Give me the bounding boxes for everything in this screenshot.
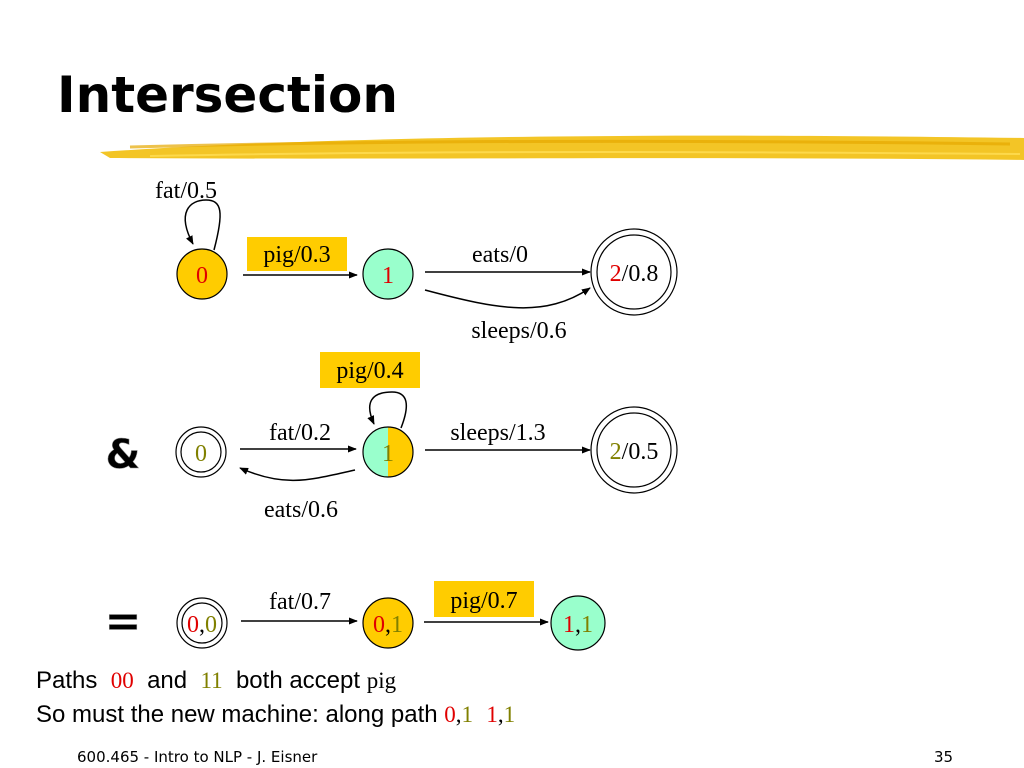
m1-state-0-label: 0 (196, 263, 208, 289)
r-arc-fat-label: fat/0.7 (269, 589, 331, 615)
caption-text: both accept (235, 667, 361, 694)
m1-pig-highlight (247, 237, 347, 271)
result-machine: 0,0 fat/0.7 0,1 pig/0.7 1,1 (176, 581, 606, 651)
caption-path-11: 11 (200, 668, 223, 693)
operator-and: & (106, 432, 141, 478)
caption-line-2: So must the new machine: along path 0,1 … (36, 700, 515, 730)
m1-arc-pig-label: pig/0.3 (263, 242, 330, 268)
r-pig-highlight (434, 581, 534, 617)
m2-arc-eats (239, 467, 356, 482)
m1-state-2-inner (596, 234, 672, 310)
m1-arc-sleeps-label: sleeps/0.6 (471, 318, 566, 344)
m2-state-1 (362, 426, 414, 478)
slide-title: Intersection (57, 66, 398, 124)
m2-state-0-inner (180, 431, 222, 473)
footer-course: 600.465 - Intro to NLP - J. Eisner (77, 748, 318, 766)
m1-loop-label: fat/0.5 (155, 178, 217, 204)
m2-pig-highlight (320, 352, 420, 388)
m2-arc-fat-label: fat/0.2 (269, 420, 331, 446)
caption-text: and (147, 667, 188, 694)
machine-2: pig/0.4 0 fat/0.2 eats/0.6 1 sleeps/1.3 (175, 352, 678, 523)
m1-state-1-label: 1 (382, 263, 394, 289)
r-state-11-label: 1,1 (563, 612, 593, 638)
r-state-01 (362, 597, 414, 649)
caption-path-00: 00 (110, 668, 134, 693)
operator-equals: = (105, 596, 142, 647)
m2-state-0-label: 0 (195, 441, 207, 467)
caption-path-11b: 1,1 (486, 702, 516, 727)
m1-loop-arc (184, 199, 221, 251)
m2-state-2-label: 2/0.5 (610, 439, 659, 465)
m1-state-1 (362, 248, 414, 300)
m2-state-2-inner (596, 412, 672, 488)
m2-arc-sleeps-label: sleeps/1.3 (450, 420, 545, 446)
caption-text: Paths (36, 667, 98, 694)
m1-state-0 (176, 248, 228, 300)
caption-path-01: 0,1 (444, 702, 473, 727)
r-state-00-inner (181, 602, 223, 644)
r-state-11 (550, 595, 606, 651)
footer-page-number: 35 (934, 748, 954, 766)
m1-arc-sleeps (424, 287, 591, 309)
caption-word-pig: pig (366, 668, 397, 693)
r-state-00-label: 0,0 (187, 612, 217, 638)
m2-loop-arc (367, 391, 408, 429)
r-arc-pig-label: pig/0.7 (450, 588, 517, 614)
caption-line-1: Paths 00 and 11 both accept pig (36, 666, 396, 696)
r-state-01-label: 0,1 (373, 612, 403, 638)
m1-state-2-label: 2/0.8 (610, 261, 659, 287)
m2-loop-label: pig/0.4 (336, 358, 403, 384)
m2-state-1-label: 1 (382, 441, 394, 467)
m2-arc-eats-label: eats/0.6 (264, 497, 338, 523)
caption-text: So must the new machine: along path (36, 701, 438, 728)
title-underline-brush (100, 135, 1024, 160)
machine-1: fat/0.5 0 pig/0.3 1 eats/0 sleeps/0.6 2/… (155, 178, 678, 344)
m1-arc-eats-label: eats/0 (472, 242, 528, 268)
